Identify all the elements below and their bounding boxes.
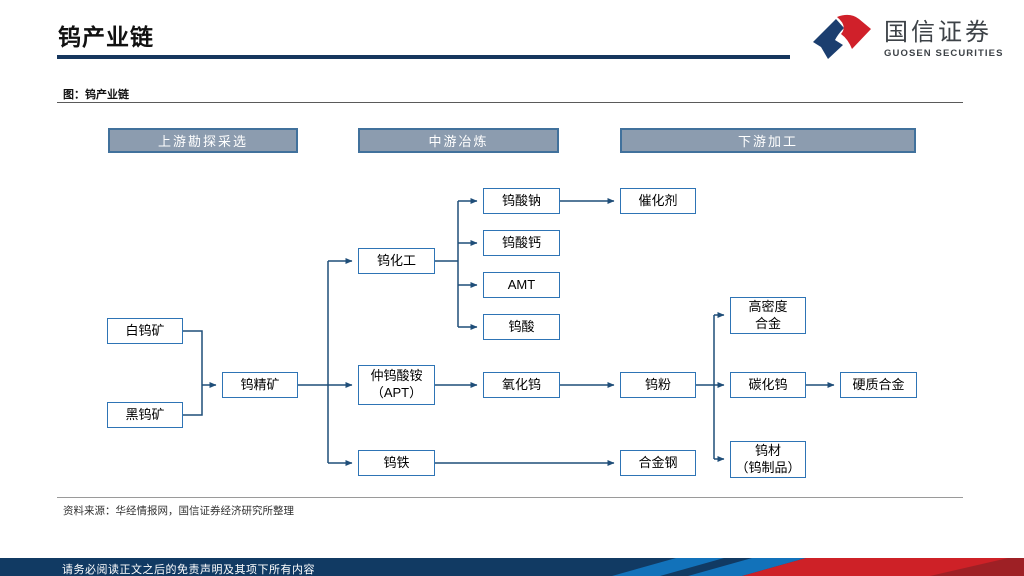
- stage-midstream: 中游冶炼: [358, 128, 559, 153]
- node-amt: AMT: [483, 272, 560, 298]
- figure-caption: 图：钨产业链: [63, 89, 129, 101]
- node-apt: 仲钨酸铵 （APT）: [358, 365, 435, 405]
- brand-name-en: GUOSEN SECURITIES: [884, 47, 1004, 59]
- node-tungstic-acid: 钨酸: [483, 314, 560, 340]
- node-wolframite: 黑钨矿: [107, 402, 183, 428]
- source-rule: [57, 497, 963, 498]
- node-calcium-tungstate: 钨酸钙: [483, 230, 560, 256]
- guosen-logo-icon: [813, 14, 871, 59]
- node-tungsten-chemicals: 钨化工: [358, 248, 435, 274]
- title-underline: [57, 55, 790, 59]
- node-tungsten-oxide: 氧化钨: [483, 372, 560, 398]
- footer-decoration: [0, 558, 1024, 576]
- node-catalyst: 催化剂: [620, 188, 696, 214]
- footer-disclaimer: 请务必阅读正文之后的免责声明及其项下所有内容: [62, 564, 315, 576]
- node-tungsten-powder: 钨粉: [620, 372, 696, 398]
- brand-name-cn: 国信证券: [884, 18, 992, 46]
- page-title: 钨产业链: [58, 24, 154, 50]
- stage-upstream: 上游勘探采选: [108, 128, 298, 153]
- node-sodium-tungstate: 钨酸钠: [483, 188, 560, 214]
- node-tungsten-carbide: 碳化钨: [730, 372, 806, 398]
- caption-rule: [57, 102, 963, 103]
- node-alloy-steel: 合金钢: [620, 450, 696, 476]
- node-cemented-carbide: 硬质合金: [840, 372, 917, 398]
- source-note: 资料来源：华经情报网，国信证券经济研究所整理: [63, 505, 294, 517]
- node-tungsten-concentrate: 钨精矿: [222, 372, 298, 398]
- stage-downstream: 下游加工: [620, 128, 916, 153]
- node-scheelite: 白钨矿: [107, 318, 183, 344]
- node-ferrotungsten: 钨铁: [358, 450, 435, 476]
- brand-logo: 国信证券 GUOSEN SECURITIES: [810, 14, 1004, 64]
- node-high-density-alloy: 高密度 合金: [730, 297, 806, 334]
- node-tungsten-products: 钨材 （钨制品）: [730, 441, 806, 478]
